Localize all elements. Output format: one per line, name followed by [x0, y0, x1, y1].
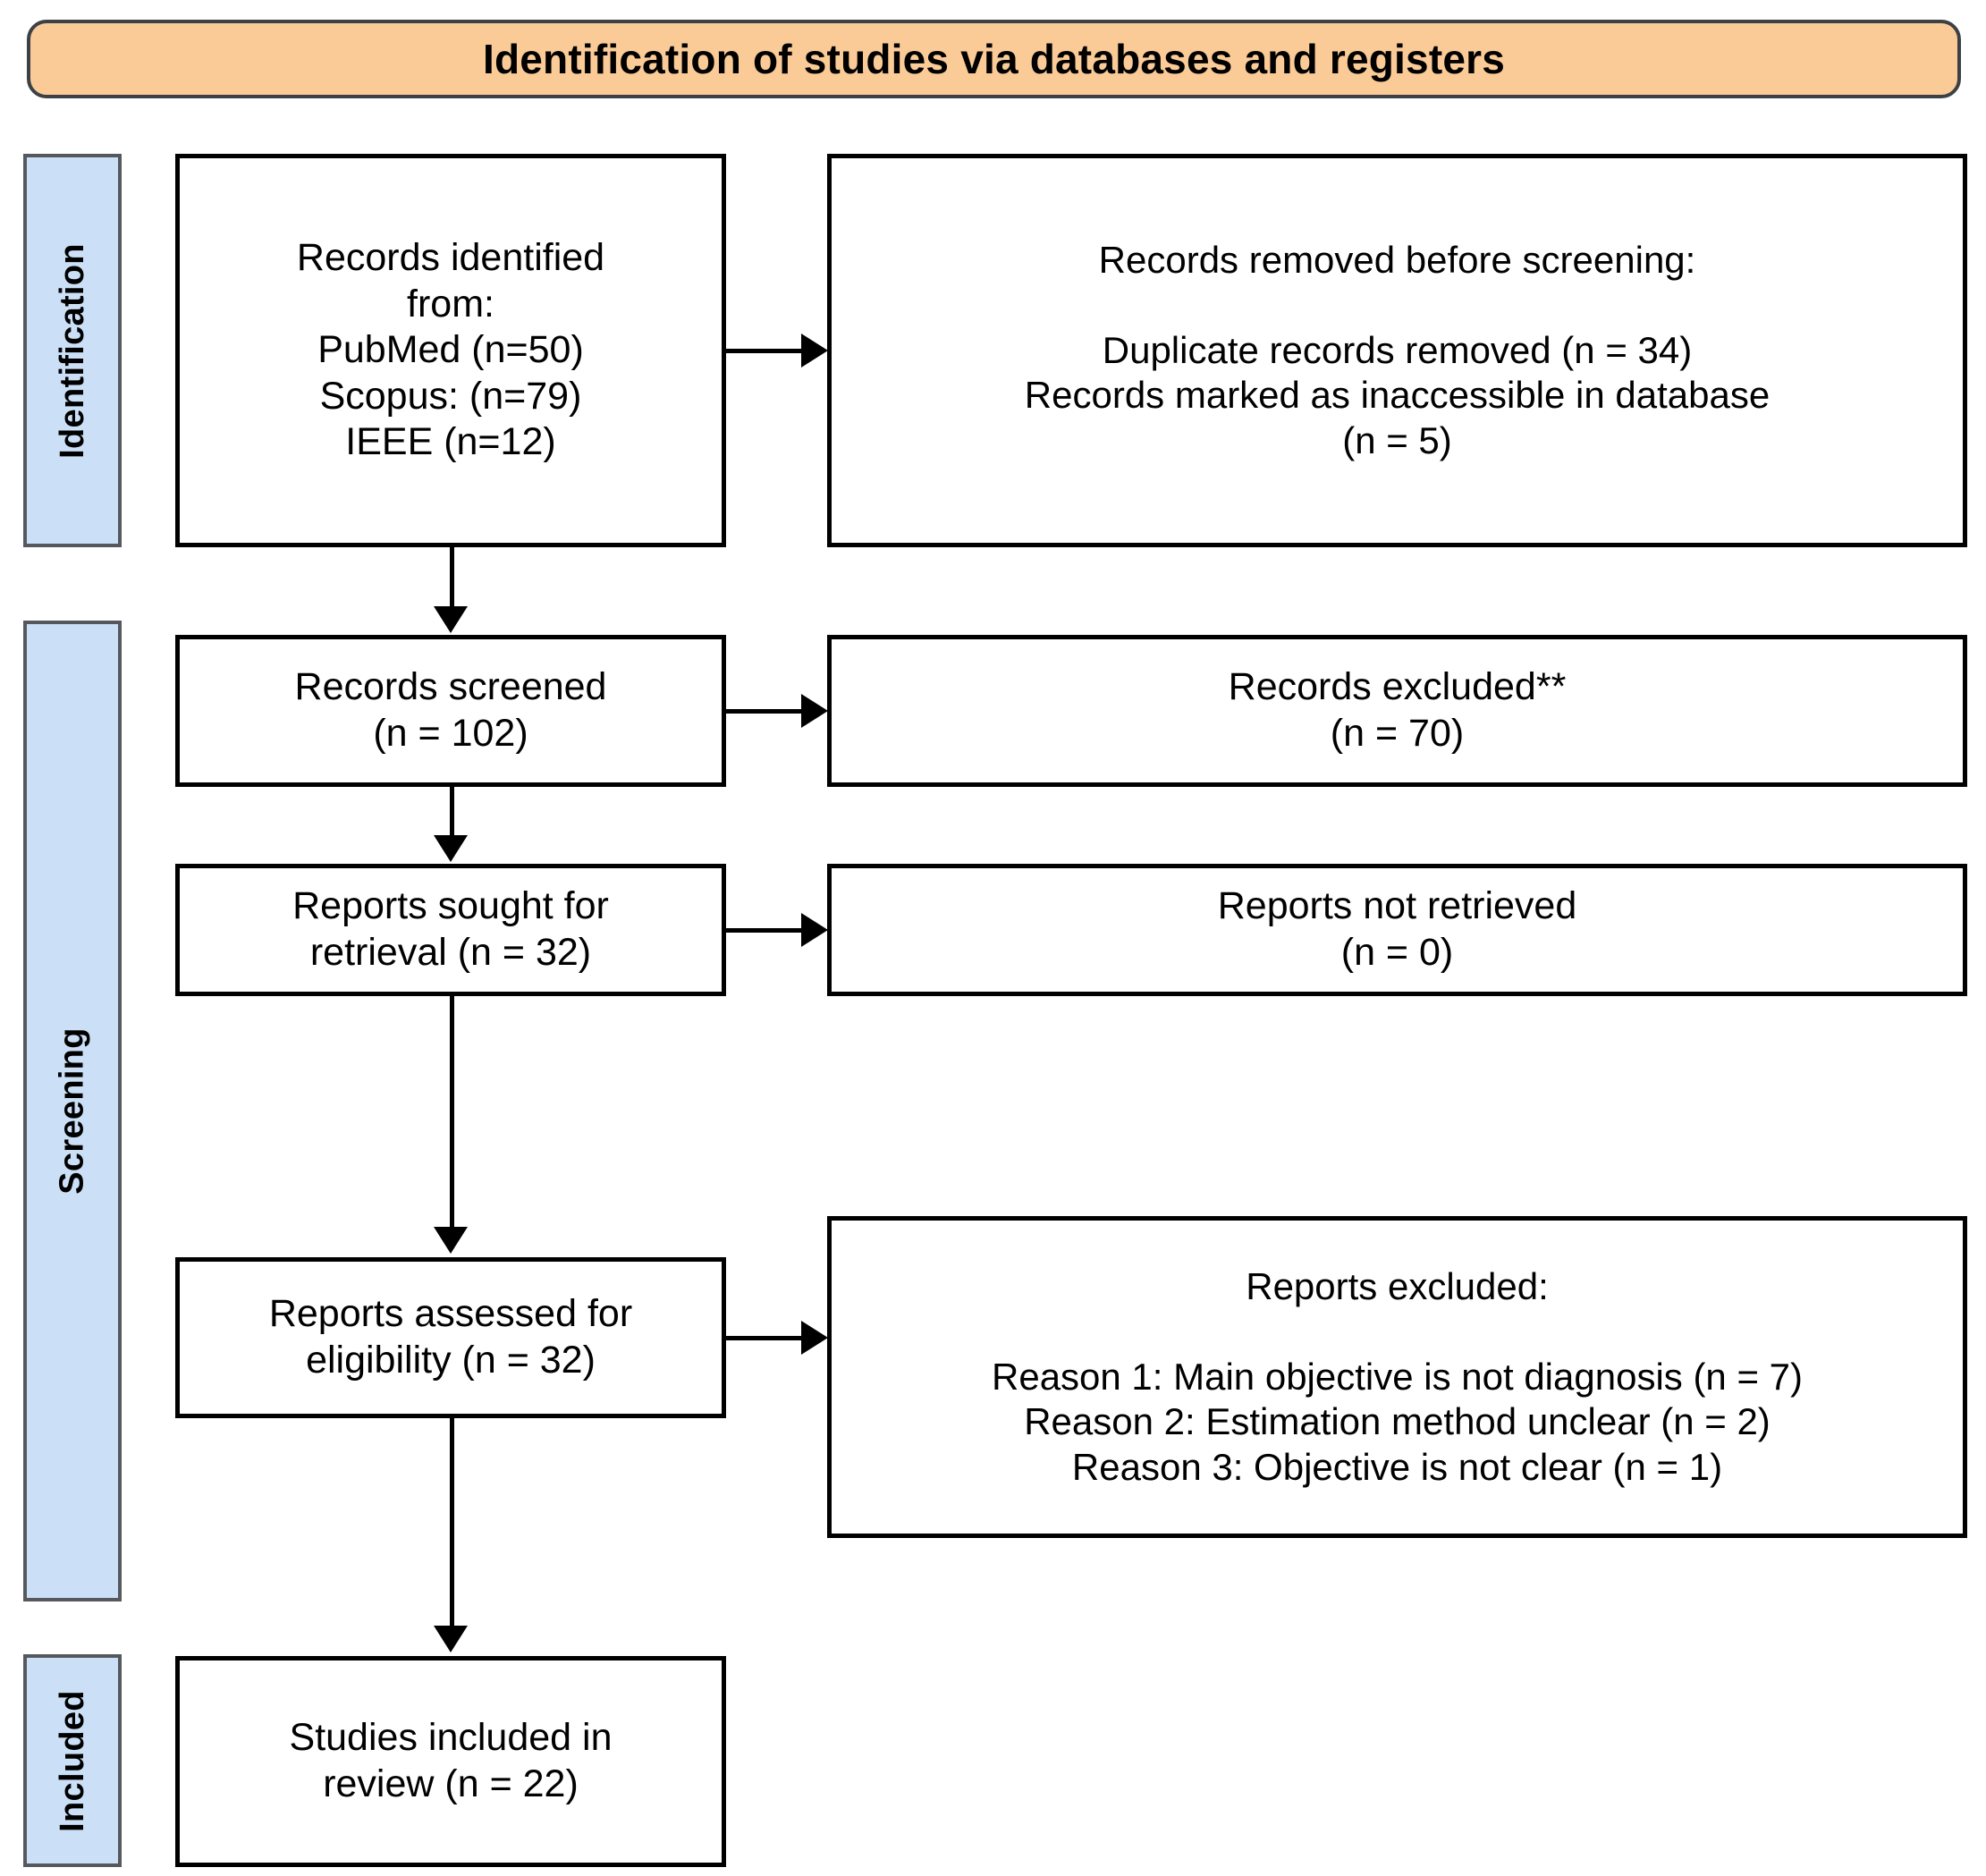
diagram-title: Identification of studies via databases … [482, 35, 1506, 82]
stage-bar-identification: Identification [23, 154, 122, 547]
stage-label-included: Included [53, 1689, 91, 1832]
box-studies-included-text: Studies included in review (n = 22) [289, 1716, 613, 1805]
arrow-right-icon [801, 334, 828, 368]
connector-identified-to-screened [450, 547, 454, 608]
connector-screened-to-sought [450, 787, 454, 837]
arrow-down-icon [434, 1626, 468, 1652]
arrow-down-icon [434, 835, 468, 862]
box-reports-excluded-reasons-text: Reports excluded: Reason 1: Main objecti… [992, 1265, 1803, 1488]
box-studies-included-in-review: Studies included in review (n = 22) [175, 1656, 726, 1867]
stage-label-screening: Screening [53, 1027, 91, 1195]
diagram-header-banner: Identification of studies via databases … [27, 20, 1961, 98]
box-records-screened: Records screened (n = 102) [175, 635, 726, 787]
connector-screened-to-excluded [726, 709, 803, 714]
box-records-identified-text: Records identified from: PubMed (n=50) S… [296, 236, 605, 464]
connector-sought-to-not-retrieved [726, 928, 803, 933]
box-reports-not-retrieved-text: Reports not retrieved (n = 0) [1217, 884, 1577, 974]
box-records-identified: Records identified from: PubMed (n=50) S… [175, 154, 726, 547]
box-records-excluded: Records excluded** (n = 70) [827, 635, 1967, 787]
arrow-down-icon [434, 1227, 468, 1254]
connector-assessed-to-reports-excluded [726, 1336, 803, 1340]
arrow-right-icon [801, 913, 828, 947]
connector-sought-to-assessed [450, 996, 454, 1229]
box-reports-assessed-for-eligibility: Reports assessed for eligibility (n = 32… [175, 1257, 726, 1418]
stage-bar-screening: Screening [23, 621, 122, 1601]
arrow-right-icon [801, 694, 828, 728]
connector-identified-to-removed [726, 349, 803, 353]
box-reports-assessed-text: Reports assessed for eligibility (n = 32… [268, 1292, 633, 1382]
box-records-excluded-text: Records excluded** (n = 70) [1228, 665, 1567, 755]
box-records-removed-text: Records removed before screening: Duplic… [1024, 239, 1770, 461]
box-reports-sought-text: Reports sought for retrieval (n = 32) [292, 884, 609, 974]
connector-assessed-to-included [450, 1418, 454, 1627]
stage-bar-included: Included [23, 1654, 122, 1867]
box-records-screened-text: Records screened (n = 102) [294, 665, 607, 755]
box-reports-sought-for-retrieval: Reports sought for retrieval (n = 32) [175, 864, 726, 996]
box-reports-not-retrieved: Reports not retrieved (n = 0) [827, 864, 1967, 996]
box-reports-excluded-with-reasons: Reports excluded: Reason 1: Main objecti… [827, 1216, 1967, 1538]
arrow-down-icon [434, 606, 468, 633]
box-records-removed-before-screening: Records removed before screening: Duplic… [827, 154, 1967, 547]
stage-label-identification: Identification [53, 242, 91, 459]
arrow-right-icon [801, 1321, 828, 1355]
